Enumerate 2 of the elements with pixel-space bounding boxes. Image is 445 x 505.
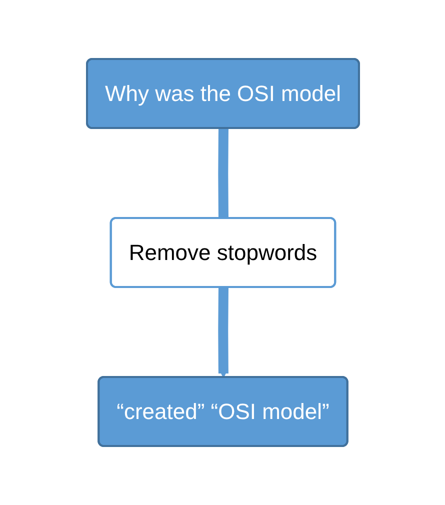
arrow <box>218 287 228 378</box>
connector <box>218 128 228 219</box>
